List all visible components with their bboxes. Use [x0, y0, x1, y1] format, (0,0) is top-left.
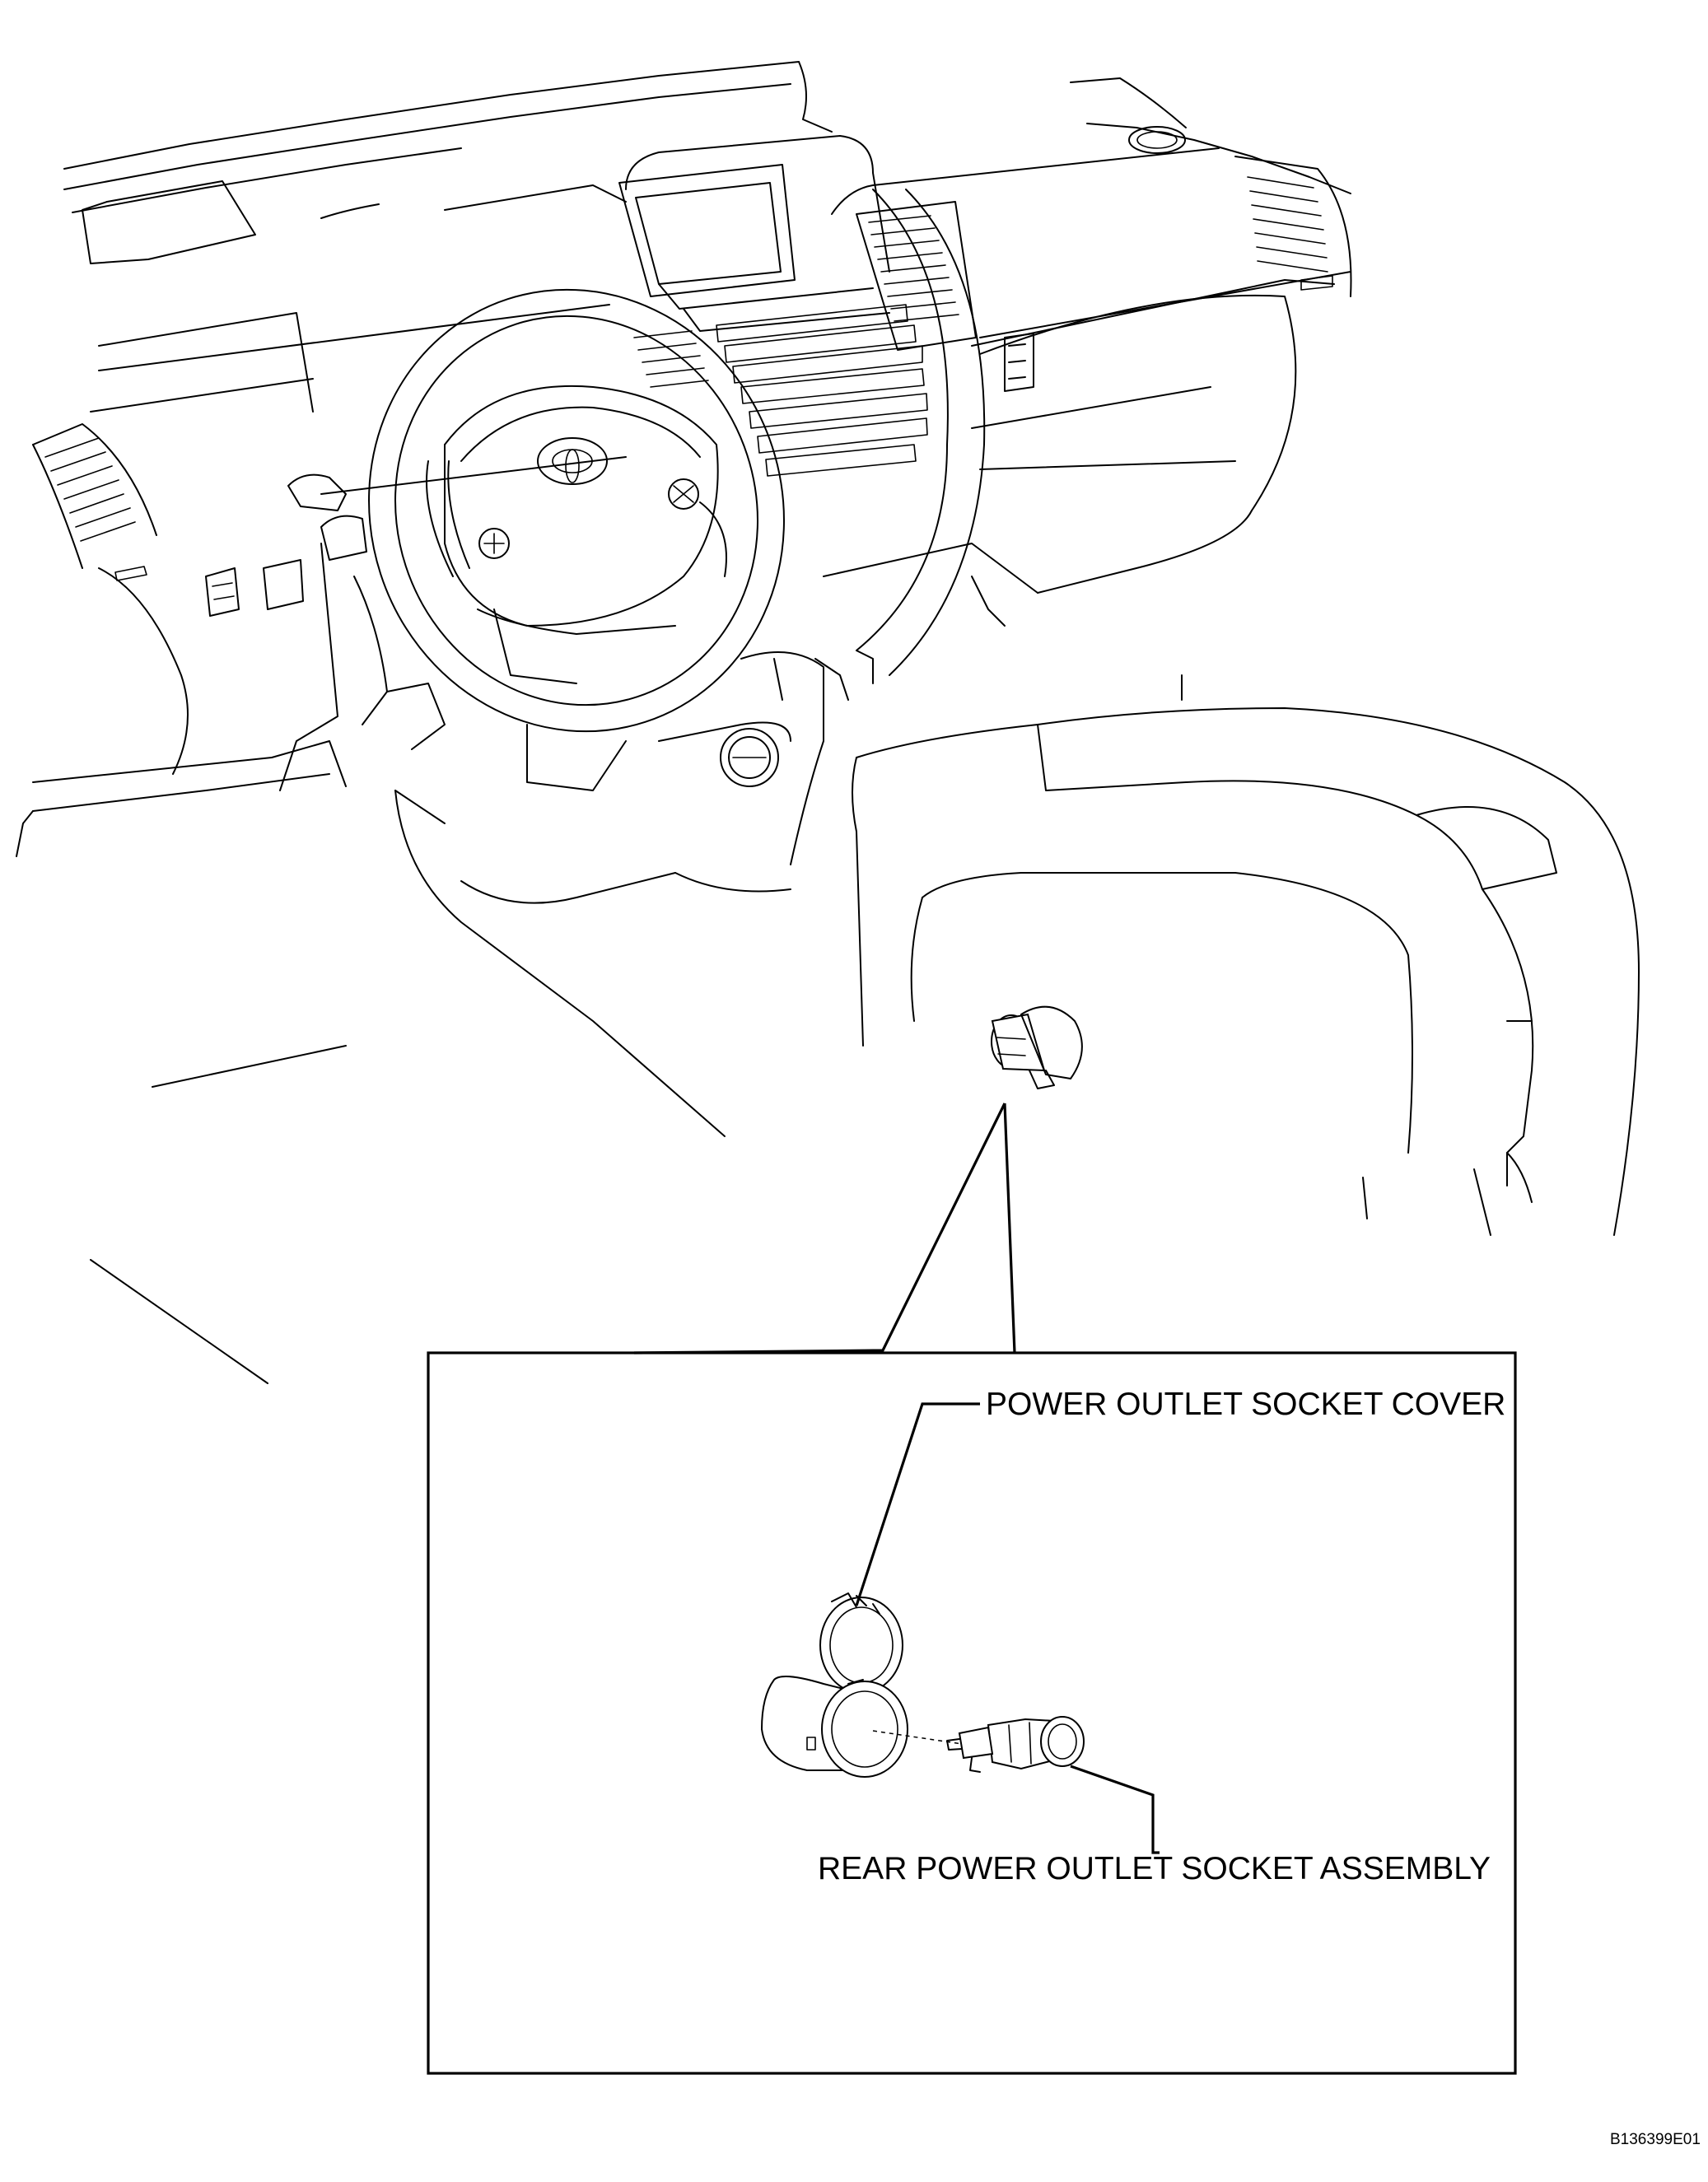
detail-leader-lines	[633, 1103, 1016, 1354]
figure-id: B136399E01	[1610, 2131, 1701, 2148]
socket-assembly-label: REAR POWER OUTLET SOCKET ASSEMBLY	[818, 1851, 1491, 1886]
center-console-drawing	[852, 674, 1640, 1236]
socket-cover-part	[760, 1592, 908, 1778]
socket-assembly-part	[946, 1716, 1085, 1773]
cover-callout-leader	[855, 1402, 980, 1606]
socket-cover-label: POWER OUTLET SOCKET COVER	[986, 1387, 1506, 1422]
detail-frame	[427, 1351, 1517, 2075]
dashboard-drawing	[16, 61, 1352, 1384]
console-power-outlet	[991, 1005, 1083, 1089]
assembly-callout-leader	[1070, 1765, 1160, 1854]
toyota-emblem-icon	[537, 437, 608, 485]
